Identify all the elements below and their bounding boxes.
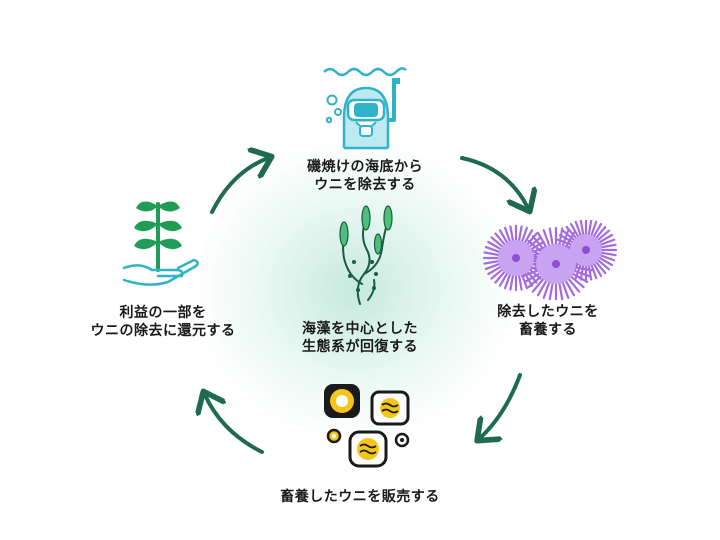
arrow-top-left [210,158,268,214]
step-remove-line1: 磯焼けの海底から [307,159,423,175]
step-farm-line1: 除去したウニを [497,304,599,320]
step-sell-label: 畜養したウニを販売する [260,488,460,506]
center-line2: 生態系が回復する [302,339,418,355]
step-sell-line1: 畜養したウニを販売する [280,489,440,505]
sea-urchin-icon [482,220,618,300]
arrow-bottom-right [480,373,522,438]
center-line1: 海藻を中心とした [302,321,418,337]
step-remove-line2: ウニを除去する [314,177,416,193]
urchin-dishes-icon [324,384,410,468]
sprout-in-hand-icon [122,201,199,286]
arrow-bottom-left [205,395,264,454]
step-farm-line2: 畜養する [519,322,577,338]
step-reinvest-line1: 利益の一部を [119,305,207,321]
step-farm-label: 除去したウニを 畜養する [478,303,618,339]
arrow-top-right [460,156,528,208]
diver-icon [323,67,407,150]
seaweed-icon [339,205,393,305]
center-label: 海藻を中心とした 生態系が回復する [275,320,445,356]
step-remove-label: 磯焼けの海底から ウニを除去する [290,158,440,194]
step-reinvest-line2: ウニの除去に還元する [90,323,236,339]
step-reinvest-label: 利益の一部を ウニの除去に還元する [78,304,248,340]
